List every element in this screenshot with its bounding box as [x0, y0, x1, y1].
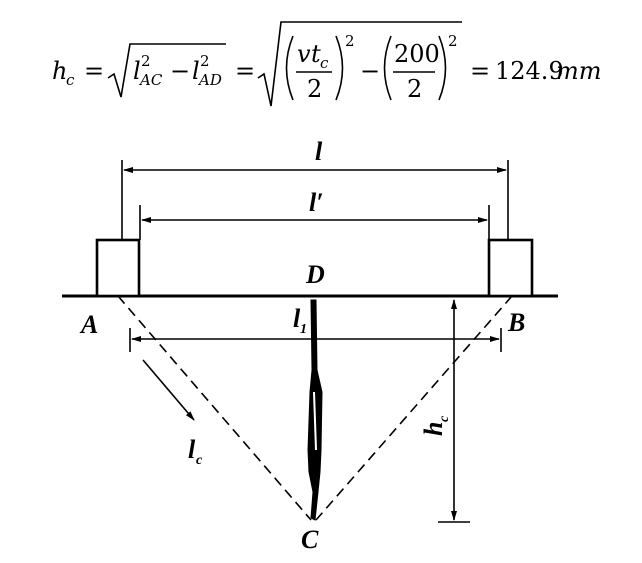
radical-1 [107, 43, 226, 98]
formula-lhs-sub: c [66, 71, 75, 89]
label-D: D [305, 260, 325, 289]
formula-eq-2: = [235, 57, 255, 85]
formula-eq-3: = [470, 57, 490, 85]
label-l1-sub: 1 [300, 322, 307, 337]
frac1-num-v: v [297, 40, 311, 68]
left-paren-1 [285, 35, 294, 101]
l-ad-sq: 2 [200, 52, 210, 70]
label-l: l [315, 137, 323, 166]
right-paren-2 [438, 35, 447, 101]
label-lc: l [188, 435, 196, 464]
formula-eq-1: = [84, 57, 104, 85]
label-l1: l [293, 304, 301, 333]
right-paren-1 [335, 35, 344, 101]
frac2-num: 200 [394, 40, 440, 68]
label-C: C [301, 525, 319, 554]
lc-arrow [142, 359, 195, 421]
frac1-num-sub: c [320, 54, 329, 72]
svg-text:c: c [437, 415, 452, 422]
svg-text:h: h [419, 422, 448, 436]
formula: h c = l 2 AC − l 2 AD = v t c 2 2 − 200 … [52, 21, 602, 107]
frac2-den: 2 [407, 75, 422, 103]
frac1-num-t: t [311, 40, 321, 68]
formula-result-unit: mm [556, 57, 602, 85]
label-B: B [507, 308, 525, 337]
formula-minus-2: − [360, 57, 380, 85]
exp-2: 2 [448, 32, 458, 50]
l-ac-sq: 2 [141, 52, 151, 70]
l-ad-var: l [192, 57, 200, 85]
transducer-right [487, 238, 534, 298]
formula-result: 124.9 [495, 57, 564, 85]
left-paren-2 [383, 35, 392, 101]
transducer-left [95, 238, 141, 298]
formula-minus-1: − [170, 57, 190, 85]
path-BC [315, 295, 513, 521]
crack-inner [313, 391, 317, 451]
frac1-den: 2 [307, 75, 322, 103]
formula-lhs-var: h [52, 57, 67, 85]
label-l-prime: l′ [309, 188, 324, 217]
exp-1: 2 [345, 32, 355, 50]
label-hc: h c [419, 415, 452, 436]
l-ac-var: l [133, 57, 141, 85]
label-lc-sub: c [196, 453, 203, 468]
radical-2 [257, 21, 462, 107]
label-A: A [79, 310, 98, 339]
path-AC [117, 295, 312, 521]
l-ad-sub: AD [197, 71, 222, 89]
l-ac-sub: AC [138, 71, 163, 89]
